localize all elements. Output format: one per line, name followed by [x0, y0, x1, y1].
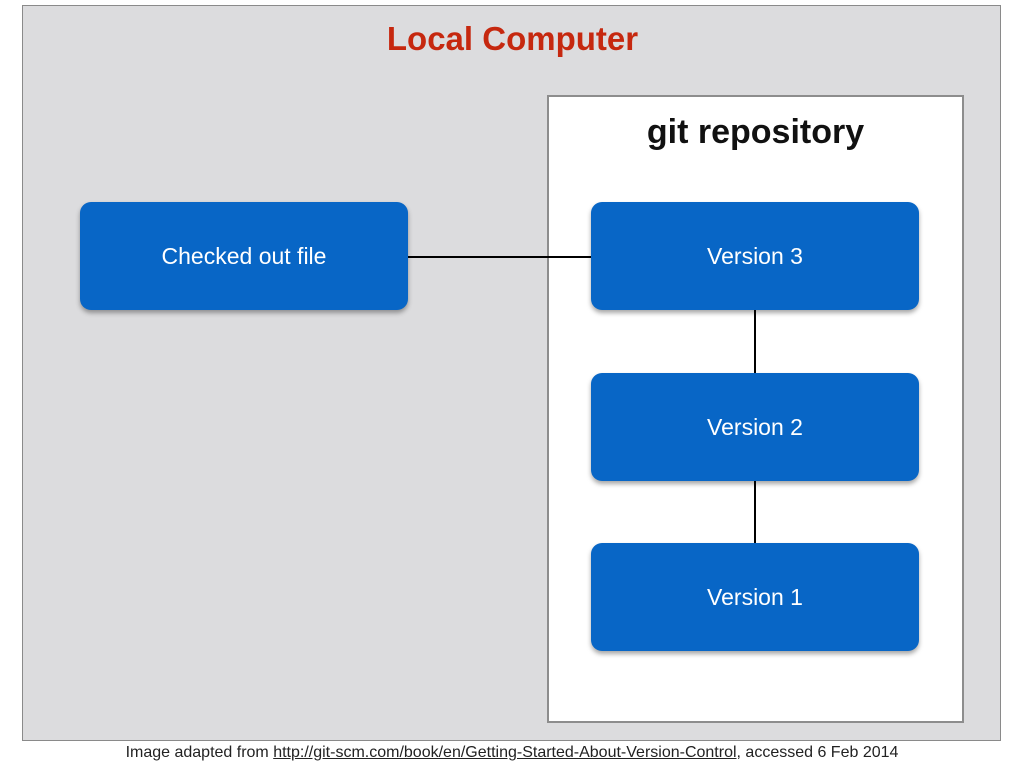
source-link[interactable]: http://git-scm.com/book/en/Getting-Start… — [273, 744, 737, 761]
image-source-caption: Image adapted from http://git-scm.com/bo… — [0, 744, 1024, 762]
local-computer-title: Local Computer — [386, 20, 639, 57]
checked-out-file-node: Checked out file — [80, 202, 408, 310]
version-3-node: Version 3 — [591, 202, 919, 310]
version-2-node: Version 2 — [591, 373, 919, 481]
version-1-label: Version 1 — [707, 583, 803, 610]
caption-prefix: Image adapted from — [125, 744, 274, 761]
checked-out-file-label: Checked out file — [161, 242, 327, 269]
connector-version-2-to-version-1 — [754, 481, 756, 543]
version-2-label: Version 2 — [707, 413, 803, 440]
caption-suffix: , accessed 6 Feb 2014 — [736, 744, 899, 761]
connector-checked-out-to-version-3 — [408, 256, 591, 258]
version-1-node: Version 1 — [591, 543, 919, 651]
git-repository-title: git repository — [646, 113, 865, 151]
version-3-label: Version 3 — [707, 242, 803, 269]
connector-version-3-to-version-2 — [754, 310, 756, 373]
